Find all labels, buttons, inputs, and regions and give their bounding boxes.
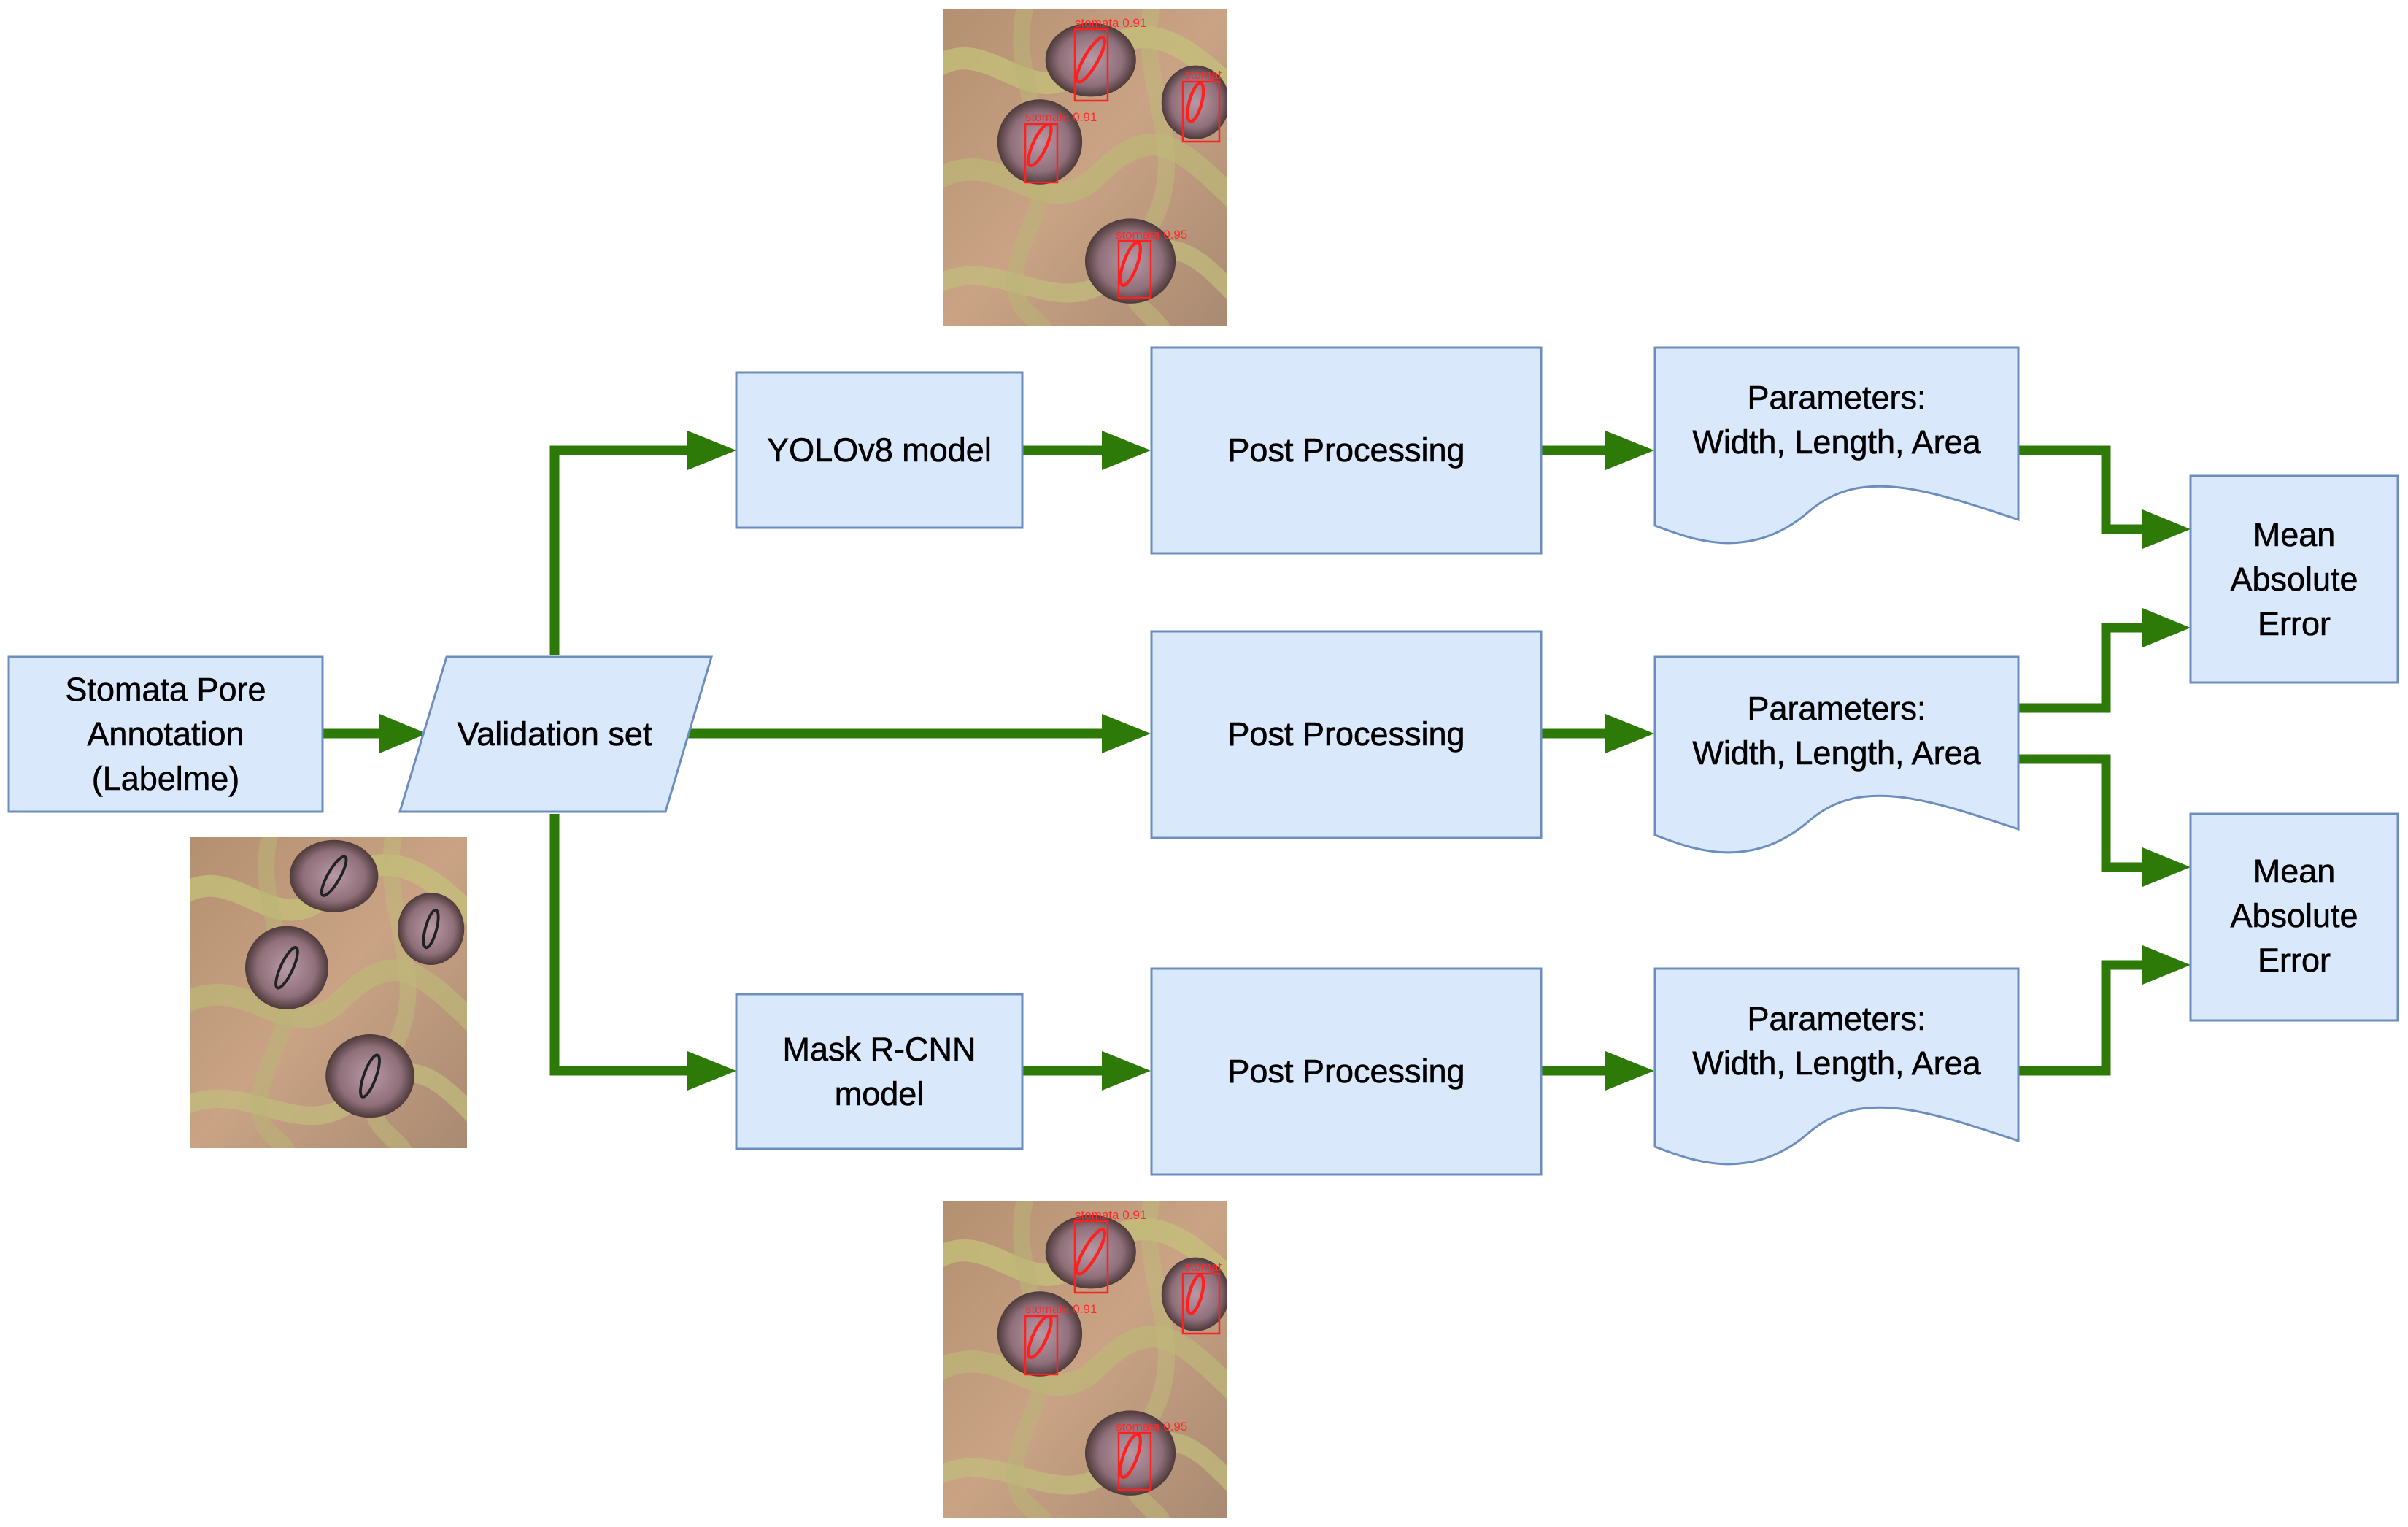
params-top-line-1: Parameters: (1747, 379, 1926, 416)
detection-label: stomata 0.91 (1025, 110, 1097, 124)
params-bot-line-1: Parameters: (1747, 1000, 1926, 1037)
node-yolo-model: YOLOv8 model (735, 371, 1024, 529)
node-post-processing-mid: Post Processing (1150, 630, 1543, 839)
edge-params-bot-to-mae-bot (2018, 960, 2142, 1076)
detection-box (1181, 1272, 1221, 1335)
arrowhead (2142, 608, 2191, 647)
post-top-label: Post Processing (1227, 431, 1465, 469)
annotation-line-3: (Labelme) (92, 760, 240, 797)
detection-box (1117, 239, 1152, 299)
annotation-line-2: Annotation (87, 715, 244, 753)
detection-box (1024, 1315, 1059, 1376)
arrowhead (2142, 945, 2191, 985)
mae-bot-line-2: Absolute (2230, 897, 2358, 934)
detection-label: stomat (1184, 68, 1222, 82)
node-params-bot: Parameters: Width, Length, Area (1653, 967, 2020, 1166)
node-mae-top: Mean Absolute Error (2189, 474, 2399, 684)
validation-label: Validation set (458, 715, 652, 753)
edge-validation-to-maskrcnn (549, 814, 687, 1076)
arrowhead (687, 1051, 736, 1091)
arrowhead (2142, 509, 2191, 549)
edge-params-mid-to-mae-bot (2018, 754, 2142, 872)
detection-label: stomata 0.95 (1116, 1420, 1187, 1434)
detection-box (1024, 123, 1059, 184)
yolo-label: YOLOv8 model (767, 431, 992, 469)
detection-box (1073, 28, 1109, 102)
params-mid-line-1: Parameters: (1747, 690, 1926, 727)
node-validation-set: Validation set (398, 655, 714, 813)
post-mid-label: Post Processing (1227, 715, 1465, 753)
arrowhead (1102, 1051, 1151, 1091)
detection-box (1117, 1431, 1152, 1491)
mae-top-line-2: Absolute (2230, 561, 2358, 598)
arrowhead (1605, 714, 1654, 753)
arrowhead (379, 714, 427, 753)
detection-label: stomata 0.91 (1075, 16, 1146, 30)
detection-box (1181, 80, 1221, 143)
detection-label: stomata 0.95 (1116, 228, 1187, 242)
maskrcnn-line-2: model (835, 1075, 925, 1112)
maskrcnn-detection-image: stomata 0.91 stomat stomata 0.91 stomata… (930, 1185, 1227, 1527)
mae-top-line-1: Mean (2253, 516, 2336, 553)
node-post-processing-bot: Post Processing (1150, 967, 1543, 1176)
edge-params-top-to-mae-top (2018, 445, 2142, 534)
detection-label: stomat (1184, 1260, 1222, 1274)
node-annotation: Stomata Pore Annotation (Labelme) (7, 655, 324, 813)
connectors (323, 431, 2191, 1091)
node-post-processing-top: Post Processing (1150, 346, 1543, 555)
node-params-top: Parameters: Width, Length, Area (1653, 346, 2020, 545)
detection-box (1073, 1220, 1109, 1294)
maskrcnn-line-1: Mask R-CNN (783, 1031, 976, 1068)
arrowhead (1102, 431, 1151, 470)
arrowhead (687, 431, 736, 470)
edge-params-mid-to-mae-top (2018, 623, 2142, 713)
detection-label: stomata 0.91 (1075, 1208, 1146, 1222)
yolo-detection-image: stomata 0.91 stomat stomata 0.91 stomata… (930, 0, 1227, 342)
mae-top-line-3: Error (2258, 605, 2331, 642)
node-mae-bot: Mean Absolute Error (2189, 812, 2399, 1022)
params-top-line-2: Width, Length, Area (1692, 423, 1981, 461)
post-bot-label: Post Processing (1227, 1053, 1465, 1090)
arrowhead (1605, 431, 1654, 470)
mae-bot-line-1: Mean (2253, 853, 2336, 890)
node-maskrcnn-model: Mask R-CNN model (735, 993, 1024, 1150)
arrowhead (1102, 714, 1151, 753)
arrowhead (1605, 1051, 1654, 1091)
mae-bot-line-3: Error (2258, 942, 2331, 979)
edge-validation-to-yolo (549, 445, 687, 655)
params-bot-line-2: Width, Length, Area (1692, 1045, 1981, 1082)
detection-label: stomata 0.91 (1025, 1302, 1097, 1316)
stomata-annotation-image (176, 822, 481, 1164)
arrowhead (2142, 847, 2191, 887)
node-params-mid: Parameters: Width, Length, Area (1653, 655, 2020, 854)
params-mid-line-2: Width, Length, Area (1692, 734, 1981, 772)
annotation-line-1: Stomata Pore (65, 671, 266, 708)
